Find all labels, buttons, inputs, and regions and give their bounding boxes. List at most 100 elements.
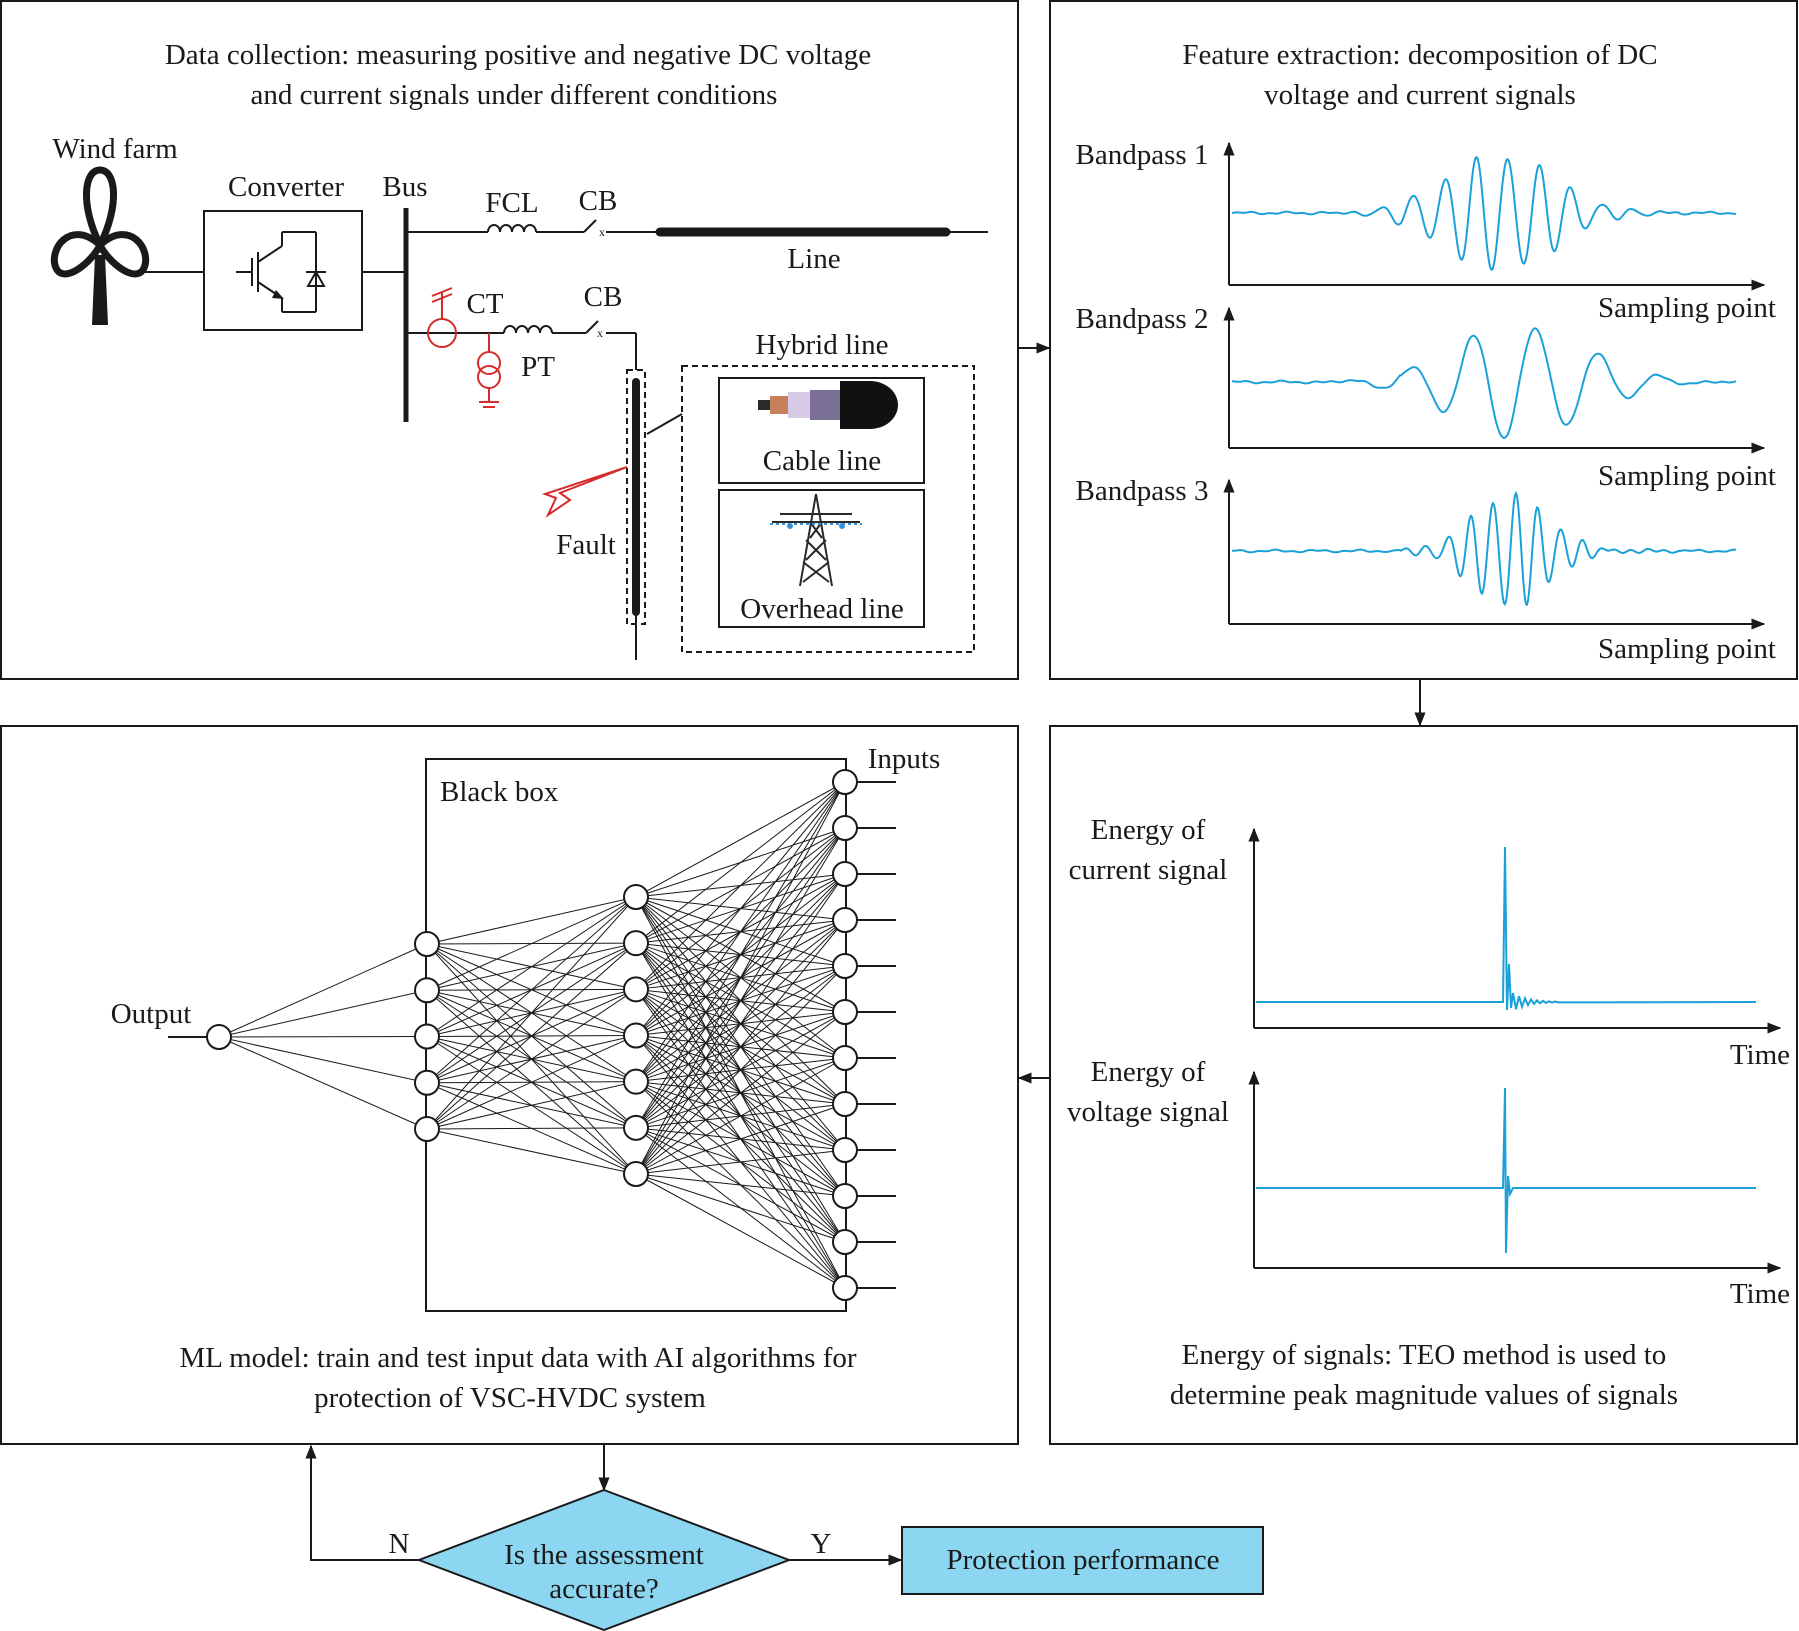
- energy-current-curve: [1256, 846, 1757, 1011]
- bandpass-2-waveform: [1231, 327, 1737, 439]
- cb-top-label: CB: [579, 185, 618, 217]
- ml-model-panel: [0, 725, 1019, 1445]
- nn-connection: [426, 989, 637, 1175]
- nn-connection: [218, 1036, 428, 1038]
- yes-label: Y: [811, 1528, 832, 1560]
- input-node: [832, 1229, 858, 1255]
- fcl-label: FCL: [485, 187, 538, 219]
- cable-icon: [758, 381, 898, 429]
- nn-connection: [635, 942, 846, 1289]
- nn-connection: [635, 873, 846, 898]
- energy-voltage-xlabel: Time: [1730, 1278, 1790, 1310]
- top-feeder: x: [406, 219, 988, 239]
- input-node: [832, 1183, 858, 1209]
- input-node: [832, 1137, 858, 1163]
- energy-voltage-label-2: voltage signal: [1067, 1096, 1229, 1128]
- wind-turbine-icon: [50, 166, 150, 325]
- energy-caption-1: Energy of signals: TEO method is used to: [1182, 1339, 1667, 1371]
- fault-label: Fault: [556, 529, 616, 561]
- nn-connection: [635, 827, 846, 898]
- hidden-node: [623, 1161, 649, 1187]
- ml-caption-2: protection of VSC-HVDC system: [314, 1382, 706, 1414]
- nn-connection: [218, 989, 428, 1038]
- feature-extraction-title-2: voltage and current signals: [1264, 79, 1576, 111]
- nn-connection: [426, 943, 637, 1083]
- bandpass-3-label: Bandpass 3: [1076, 475, 1209, 507]
- nn-connection: [426, 943, 637, 1129]
- hidden-node: [623, 1114, 649, 1141]
- output-label: Output: [111, 998, 192, 1030]
- nn-connection: [426, 943, 637, 1036]
- protection-performance-box: [901, 1526, 1264, 1595]
- energy-current-xlabel: Time: [1730, 1039, 1790, 1071]
- hidden-node: [623, 1022, 649, 1049]
- hybrid-line-label: Hybrid line: [756, 329, 889, 361]
- energy-current-label-2: current signal: [1069, 854, 1228, 886]
- hidden-node: [623, 976, 649, 1003]
- nn-connection: [635, 781, 846, 898]
- nn-connection: [218, 943, 428, 1038]
- output-node: [206, 1024, 232, 1050]
- hidden-node: [414, 931, 440, 957]
- input-node: [832, 1045, 858, 1071]
- input-node: [832, 861, 858, 887]
- no-feedback-arrow: [305, 1444, 419, 1561]
- nn-connection: [426, 1128, 637, 1175]
- nn-connection: [218, 1036, 428, 1084]
- hybrid-line-box: [681, 365, 975, 653]
- hidden-node: [414, 977, 440, 1004]
- input-node: [832, 999, 858, 1025]
- nn-connection: [635, 896, 846, 967]
- converter-label: Converter: [228, 171, 344, 203]
- nn-connection: [635, 1173, 846, 1289]
- energy-voltage-label-1: Energy of: [1091, 1056, 1206, 1088]
- nn-connection: [635, 896, 846, 1059]
- nn-connection: [635, 1035, 846, 1289]
- nn-connection: [635, 896, 846, 1197]
- hidden-node: [623, 1068, 649, 1095]
- nn-connection: [635, 1127, 846, 1289]
- nn-connection: [426, 1082, 637, 1175]
- bandpass-3-waveform: [1232, 490, 1737, 607]
- overhead-line-box: [718, 489, 925, 628]
- input-node: [832, 1091, 858, 1117]
- cb-bottom-label: CB: [584, 281, 623, 313]
- decision-diamond: [416, 1488, 792, 1631]
- nn-connection: [635, 989, 846, 1289]
- nn-connection: [635, 896, 846, 1013]
- nn-connection: [218, 1036, 428, 1130]
- nn-connection: [426, 896, 637, 945]
- nn-connection: [635, 896, 846, 921]
- neural-network: [168, 769, 896, 1301]
- ml-caption-1: ML model: train and test input data with…: [179, 1342, 856, 1374]
- input-node: [832, 1275, 858, 1301]
- cable-line-label: Cable line: [763, 445, 881, 477]
- energy-voltage-curve: [1256, 1087, 1756, 1254]
- bandpass-1-label: Bandpass 1: [1076, 139, 1209, 171]
- input-node: [832, 815, 858, 841]
- pt-sensor-icon: [477, 333, 501, 408]
- nn-connection: [426, 942, 637, 945]
- converter-block: [203, 210, 363, 331]
- black-box-label: Black box: [440, 776, 559, 808]
- decision-text-2: accurate?: [549, 1573, 658, 1605]
- input-node: [832, 953, 858, 979]
- hidden-node: [623, 884, 649, 910]
- hybrid-line-connector: [646, 413, 683, 435]
- bandpass-3-xlabel: Sampling point: [1598, 633, 1776, 665]
- bandpass-2-xlabel: Sampling point: [1598, 460, 1776, 492]
- nn-connection: [635, 896, 846, 1289]
- overhead-line-label: Overhead line: [740, 593, 903, 625]
- data-collection-panel: [0, 0, 1019, 680]
- hidden-node: [623, 930, 649, 957]
- data-collection-title-1: Data collection: measuring positive and …: [165, 39, 871, 71]
- wind-farm-label: Wind farm: [52, 133, 178, 165]
- energy-plots: [1248, 827, 1782, 1274]
- feature-extraction-panel: [1049, 0, 1798, 680]
- cb-top-x-mark: x: [599, 225, 605, 239]
- bandpass-plots: [1223, 141, 1766, 630]
- nn-connection: [635, 896, 846, 1105]
- hidden-node: [414, 1023, 440, 1050]
- data-collection-title-2: and current signals under different cond…: [251, 79, 778, 111]
- pt-label: PT: [521, 351, 555, 383]
